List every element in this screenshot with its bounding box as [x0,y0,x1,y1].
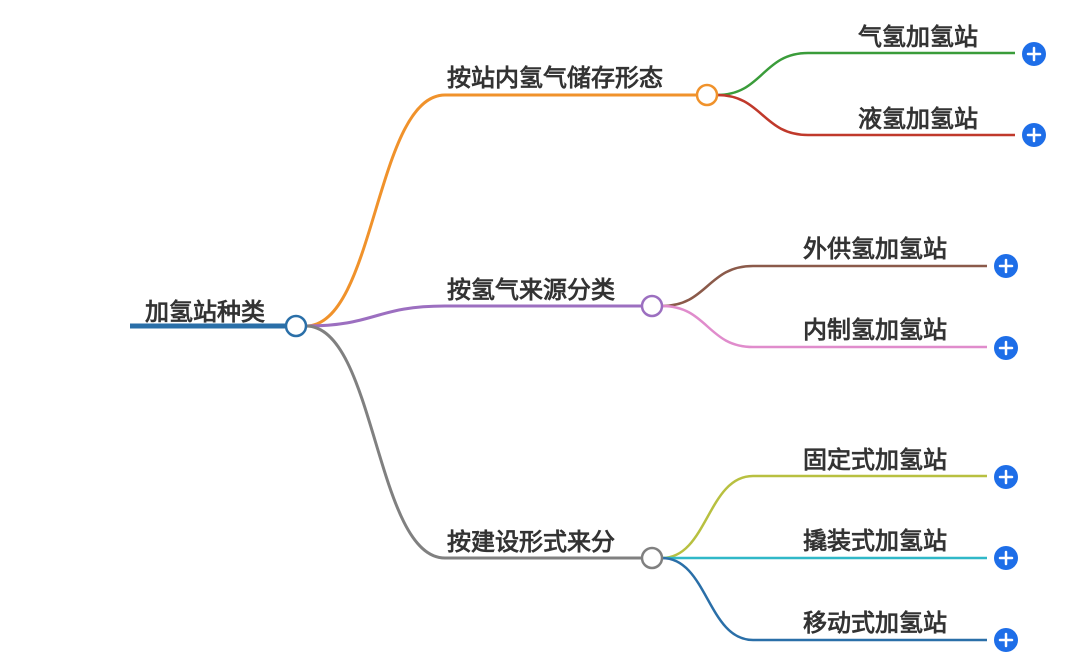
branch-2-connector [305,304,642,328]
branch-1-leaf-1-connector [716,51,1015,97]
connector-layer [130,51,1015,642]
branch-2-collapse-node[interactable] [640,294,664,318]
branch-1-leaf-1-label: 气氢加氢站 [857,23,978,51]
branch-3-leaf-1-expand-button[interactable] [994,465,1018,489]
branch-3-leaf-3-connector [661,556,987,642]
root-node-label: 加氢站种类 [145,298,266,326]
branch-1-leaf-2-label: 液氢加氢站 [858,105,978,133]
branch-3-leaf-3-label: 移动式加氢站 [803,609,947,637]
branch-3-collapse-node[interactable] [640,546,664,570]
branch-2-label: 按氢气来源分类 [447,276,616,304]
branch-2-leaf-1-connector [661,264,987,308]
branch-2-leaf-2-label: 内制氢加氢站 [803,316,947,344]
branch-1-leaf-2-expand-button[interactable] [1022,123,1046,147]
branch-3-connector [305,324,642,560]
branch-1-collapse-node[interactable] [695,83,719,107]
branch-3-label: 按建设形式来分 [447,528,615,556]
branch-1-leaf-1-expand-button[interactable] [1022,42,1046,66]
branch-3-leaf-2-expand-button[interactable] [994,546,1018,570]
branch-2-leaf-1-expand-button[interactable] [994,254,1018,278]
branch-3-leaf-3-expand-button[interactable] [994,628,1018,652]
branch-1-label: 按站内氢气储存形态 [447,64,663,92]
branch-3-leaf-1-connector [661,474,987,560]
branch-2-leaf-2-connector [661,304,987,349]
branch-1-leaf-2-connector [716,93,1015,137]
branch-1-connector [305,93,697,328]
branch-2-leaf-2-expand-button[interactable] [994,336,1018,360]
branch-3-leaf-1-label: 固定式加氢站 [803,446,947,474]
branch-3-leaf-2-label: 撬装式加氢站 [803,527,947,555]
branch-2-leaf-1-label: 外供氢加氢站 [803,235,947,263]
root-collapse-node[interactable] [284,314,308,338]
